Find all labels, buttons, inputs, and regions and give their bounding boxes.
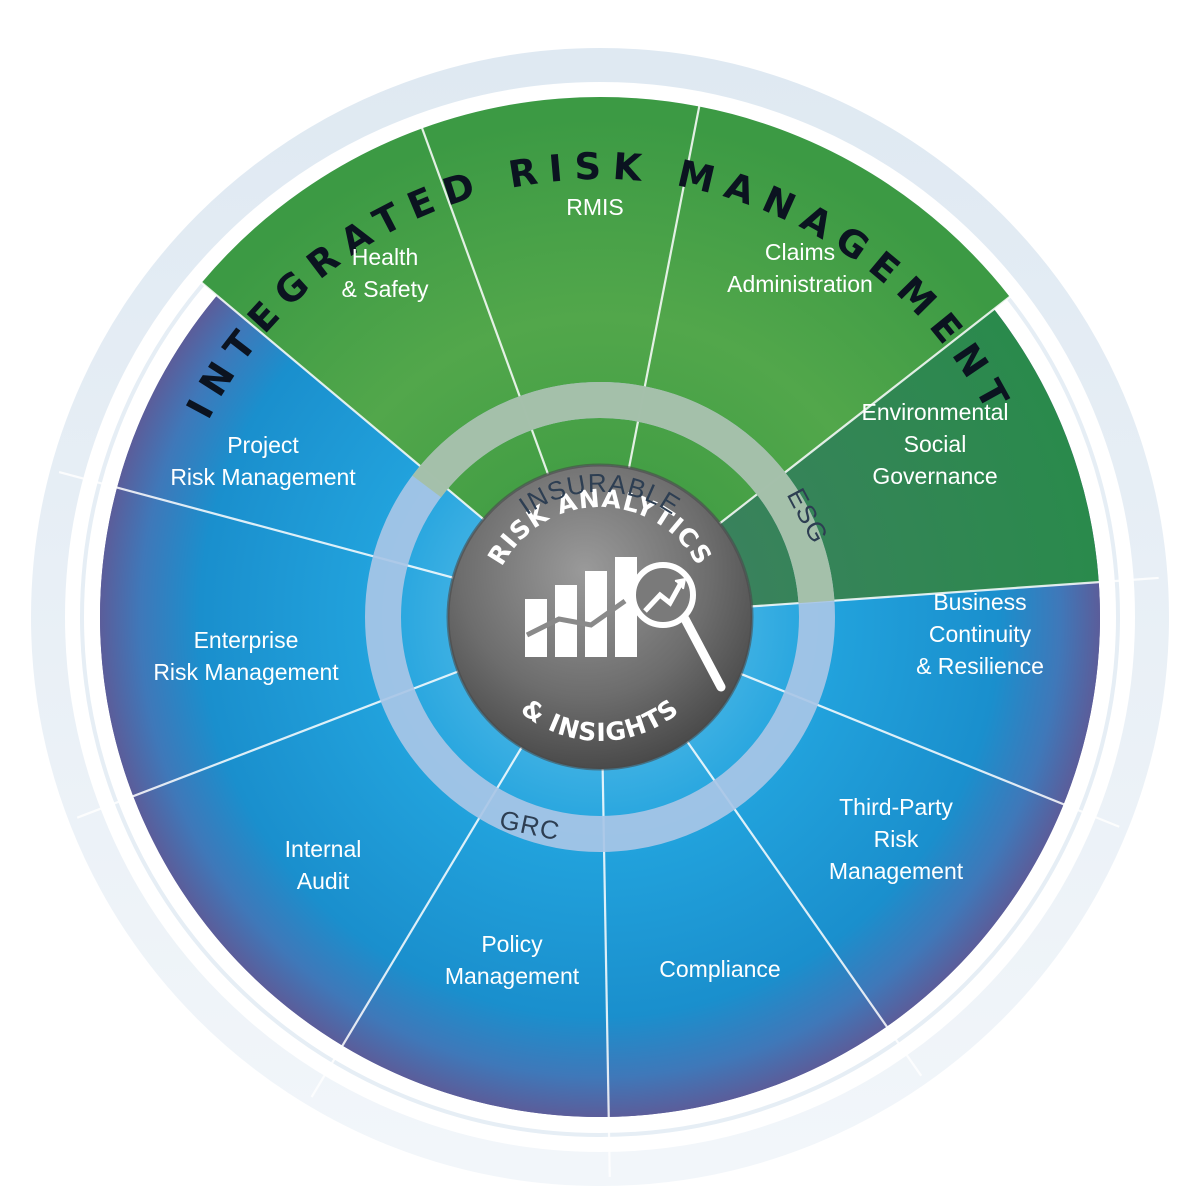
segment-rmis	[422, 97, 700, 475]
segment-label-line: Claims	[765, 239, 835, 265]
segment-label-line: & Resilience	[916, 653, 1044, 679]
segment-label-line: Continuity	[929, 621, 1032, 647]
segment-label-line: Third-Party	[839, 794, 953, 820]
segment-label-line: RMIS	[566, 194, 624, 220]
segment-label-rmis: RMIS	[566, 194, 624, 220]
segment-label-line: Business	[933, 589, 1026, 615]
segment-label-line: Project	[227, 432, 299, 458]
segment-label-line: Governance	[872, 463, 997, 489]
segment-label-line: Environmental	[861, 399, 1008, 425]
bar-chart-magnifier-icon	[525, 557, 726, 692]
center-circle-edge	[446, 463, 754, 771]
segment-label-line: Risk	[874, 826, 919, 852]
segment-label-line: Policy	[481, 931, 543, 957]
outer-ring	[31, 48, 1169, 1186]
segment-label-line: Management	[829, 858, 964, 884]
segment-label-line: Enterprise	[194, 627, 299, 653]
segment-label-line: Risk Management	[170, 464, 356, 490]
segment-enterprise-risk	[100, 487, 459, 797]
segment-label-health-safety: Health & Safety	[342, 244, 429, 302]
segment-label-line: Compliance	[659, 956, 780, 982]
segment-label-line: Audit	[297, 868, 350, 894]
segment-label-line: Internal	[285, 836, 362, 862]
segment-health-safety	[201, 128, 549, 520]
segment-project-risk	[117, 295, 484, 578]
insurable-band	[412, 382, 835, 604]
segment-label-line: Health	[352, 244, 418, 270]
segment-label-compliance: Compliance	[659, 956, 780, 982]
segment-label-line: Administration	[727, 271, 873, 297]
segment-label-line: & Safety	[342, 276, 429, 302]
segment-label-line: Social	[904, 431, 967, 457]
segment-label-line: Management	[445, 963, 580, 989]
segment-label-line: Risk Management	[153, 659, 339, 685]
